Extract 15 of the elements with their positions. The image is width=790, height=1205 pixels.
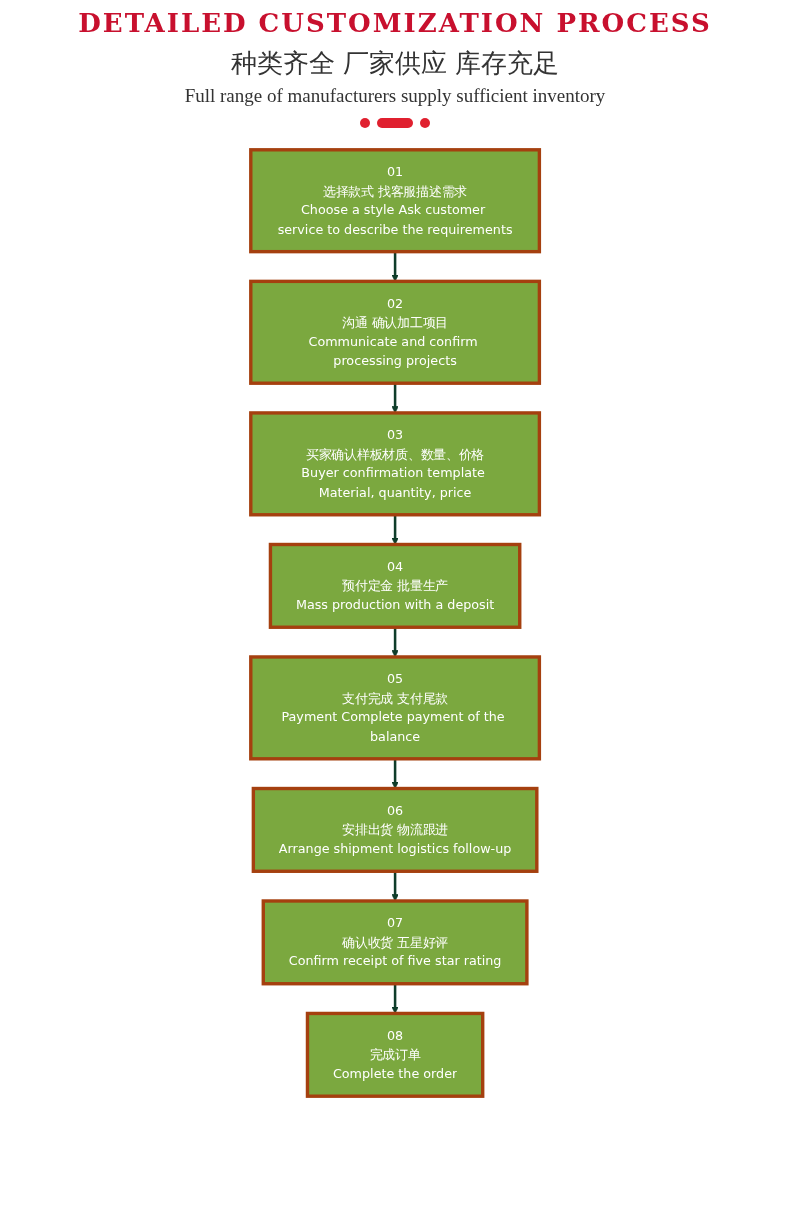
node-box: 08 完成订单 Complete the order [305, 1011, 485, 1098]
node-box: 01 选择款式 找客服描述需求 Choose a style Ask customer service to describe the requirements [249, 148, 541, 254]
subtitle: Full range of manufacturers supply sufficient inventory [184, 85, 606, 107]
arrow [391, 251, 399, 282]
arrow [391, 758, 399, 789]
title: DETAILED CUSTOMIZATION PROCESS [78, 8, 712, 38]
node-box: 07 确认收货 五星好评 Confirm receipt of five star rating [261, 899, 529, 986]
node-box: 03 买家确认样板材质、数量、价格 Buyer confirmation template Material, quantity, price [249, 411, 541, 517]
subtitle: 种类齐全 厂家供应 库存充足 [230, 47, 560, 80]
node-box: 06 安排出货 物流跟进 Arrange shipment logistics follow-up [251, 786, 539, 873]
node-box: 02 沟通 确认加工项目 Communicate and confirm processing projects [249, 279, 541, 385]
node-box: 04 预付定金 批量生产 Mass production with a deposit [268, 542, 522, 629]
arrow [391, 983, 399, 1014]
arrow [391, 514, 399, 545]
node-box: 05 支付完成 支付尾款 Payment Complete payment of the balance [249, 655, 541, 761]
